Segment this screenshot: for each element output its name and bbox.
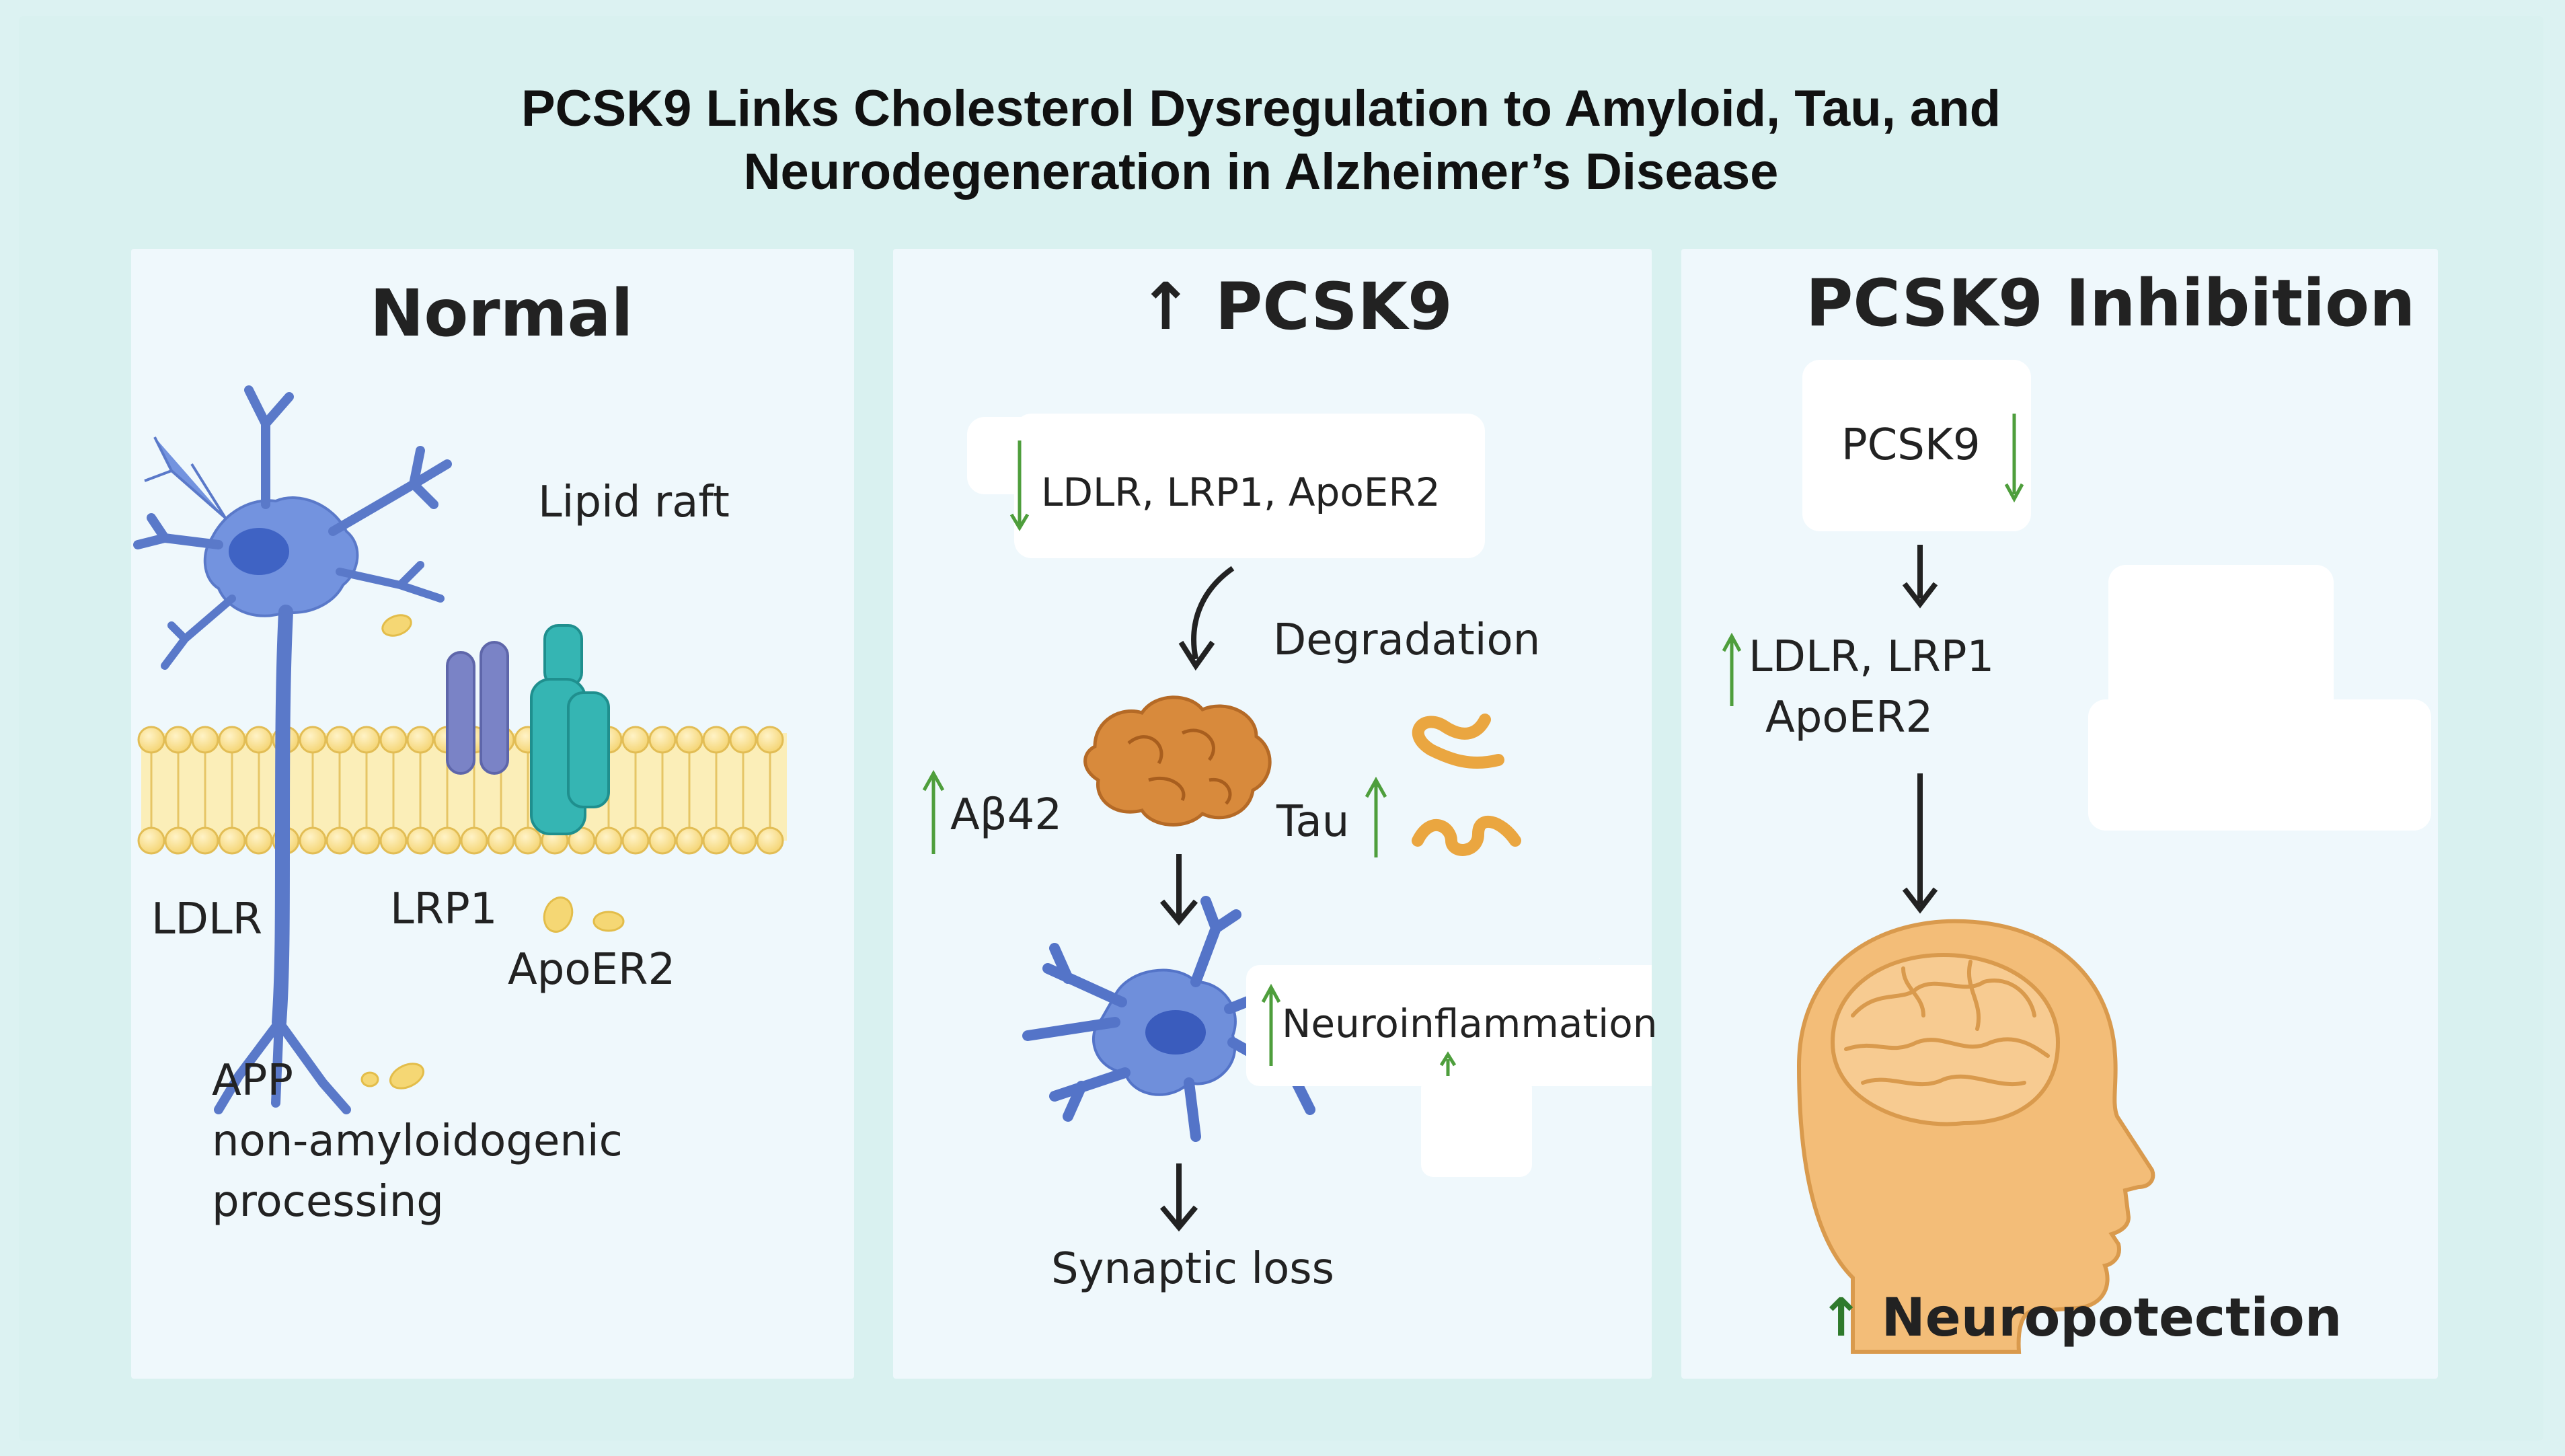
label-tau: Tau xyxy=(1276,797,1350,847)
down-arrow-green-icon xyxy=(1009,440,1030,531)
panel-pcsk9-title-text: PCSK9 xyxy=(1215,269,1453,344)
spacer xyxy=(1599,958,1600,959)
title-line-2: Neurodegeneration in Alzheimer’s Disease xyxy=(743,143,1779,200)
label-receptors-line2: ApoER2 xyxy=(1765,693,1934,742)
label-non-amyloidogenic: non-amyloidogenic xyxy=(212,1116,623,1166)
receptor-purple-icon xyxy=(446,641,509,775)
panel-pcsk9-elevated: ↑ PCSK9 xyxy=(893,249,1657,1379)
up-arrow-abeta-icon xyxy=(922,769,945,854)
blank-box-2 xyxy=(2088,699,2431,831)
label-receptors: LDLR, LRP1, ApoER2 xyxy=(1041,469,1441,515)
label-pcsk9: PCSK9 xyxy=(1841,420,1981,470)
vesicles xyxy=(360,614,625,1089)
nucleus-icon xyxy=(229,528,289,575)
label-abeta42: Aβ42 xyxy=(950,790,1063,840)
panel-pcsk9-inhibition: PCSK9 Inhibition PCSK9 LDLR, LRP1 ApoER2 xyxy=(1681,249,2438,1379)
outcome-text: Neuropotection xyxy=(1881,1288,2342,1348)
normal-illustration xyxy=(133,385,787,1114)
panel-normal-title: Normal xyxy=(370,276,634,351)
pcsk9-illustration xyxy=(922,440,1521,1232)
receptor-box-notch xyxy=(967,417,1048,494)
amyloid-aggregate-icon xyxy=(1083,695,1272,827)
neuron-icon xyxy=(133,385,452,1114)
up-arrow-tau-icon xyxy=(1365,776,1387,857)
up-arrow-neuroinflammation-icon xyxy=(1261,983,1457,1076)
outcome-label: ↑ Neuropotection xyxy=(1819,1288,2342,1348)
down-arrow-icon xyxy=(1159,854,1198,926)
lipid-bilayer xyxy=(137,726,787,855)
label-lrp1: LRP1 xyxy=(390,884,498,934)
up-arrow-receptors-icon xyxy=(1722,632,1742,706)
panel-normal: Normal xyxy=(131,249,854,1379)
title-line-1: PCSK9 Links Cholesterol Dysregulation to… xyxy=(521,80,2001,137)
down-arrow-2-icon xyxy=(1159,1163,1198,1232)
label-lipid-raft: Lipid raft xyxy=(538,477,730,527)
down-arrow-icon xyxy=(1902,545,1938,609)
neuroinflammation-arrows xyxy=(1261,983,1457,1076)
label-apoer2: ApoER2 xyxy=(508,945,676,995)
down-arrow-3-icon xyxy=(1902,773,1938,914)
label-receptors-line1: LDLR, LRP1 xyxy=(1749,632,1995,682)
down-arrow-pcsk9-icon xyxy=(2004,414,2024,503)
label-degradation: Degradation xyxy=(1273,615,1541,665)
neuroinflammation-box-tab xyxy=(1421,1076,1532,1177)
label-app: APP xyxy=(212,1056,293,1106)
label-neuroinflammation: Neuroinflammation xyxy=(1282,1001,1658,1046)
microglia-nucleus-icon xyxy=(1145,1010,1206,1055)
up-arrow-outcome-icon: ↑ xyxy=(1819,1288,1864,1348)
head-brain-icon xyxy=(1796,919,2155,1354)
tau-fibril-icon xyxy=(1412,714,1521,856)
pcsk9-box xyxy=(1802,360,2031,531)
panel-inhibition-title: PCSK9 Inhibition xyxy=(1806,266,2416,341)
label-ldlr: LDLR xyxy=(151,894,263,944)
receptor-box xyxy=(1014,414,1485,558)
panel-pcsk9-title: ↑ PCSK9 xyxy=(1139,269,1453,344)
up-arrow-icon: ↑ xyxy=(1139,269,1193,344)
label-processing: processing xyxy=(212,1177,444,1227)
degradation-arrow-icon xyxy=(1178,566,1235,671)
receptor-teal-icon xyxy=(530,624,610,835)
figure-title: PCSK9 Links Cholesterol Dysregulation to… xyxy=(0,77,2522,204)
inhibition-illustration xyxy=(1722,414,2155,1354)
label-synaptic-loss: Synaptic loss xyxy=(1051,1244,1334,1294)
